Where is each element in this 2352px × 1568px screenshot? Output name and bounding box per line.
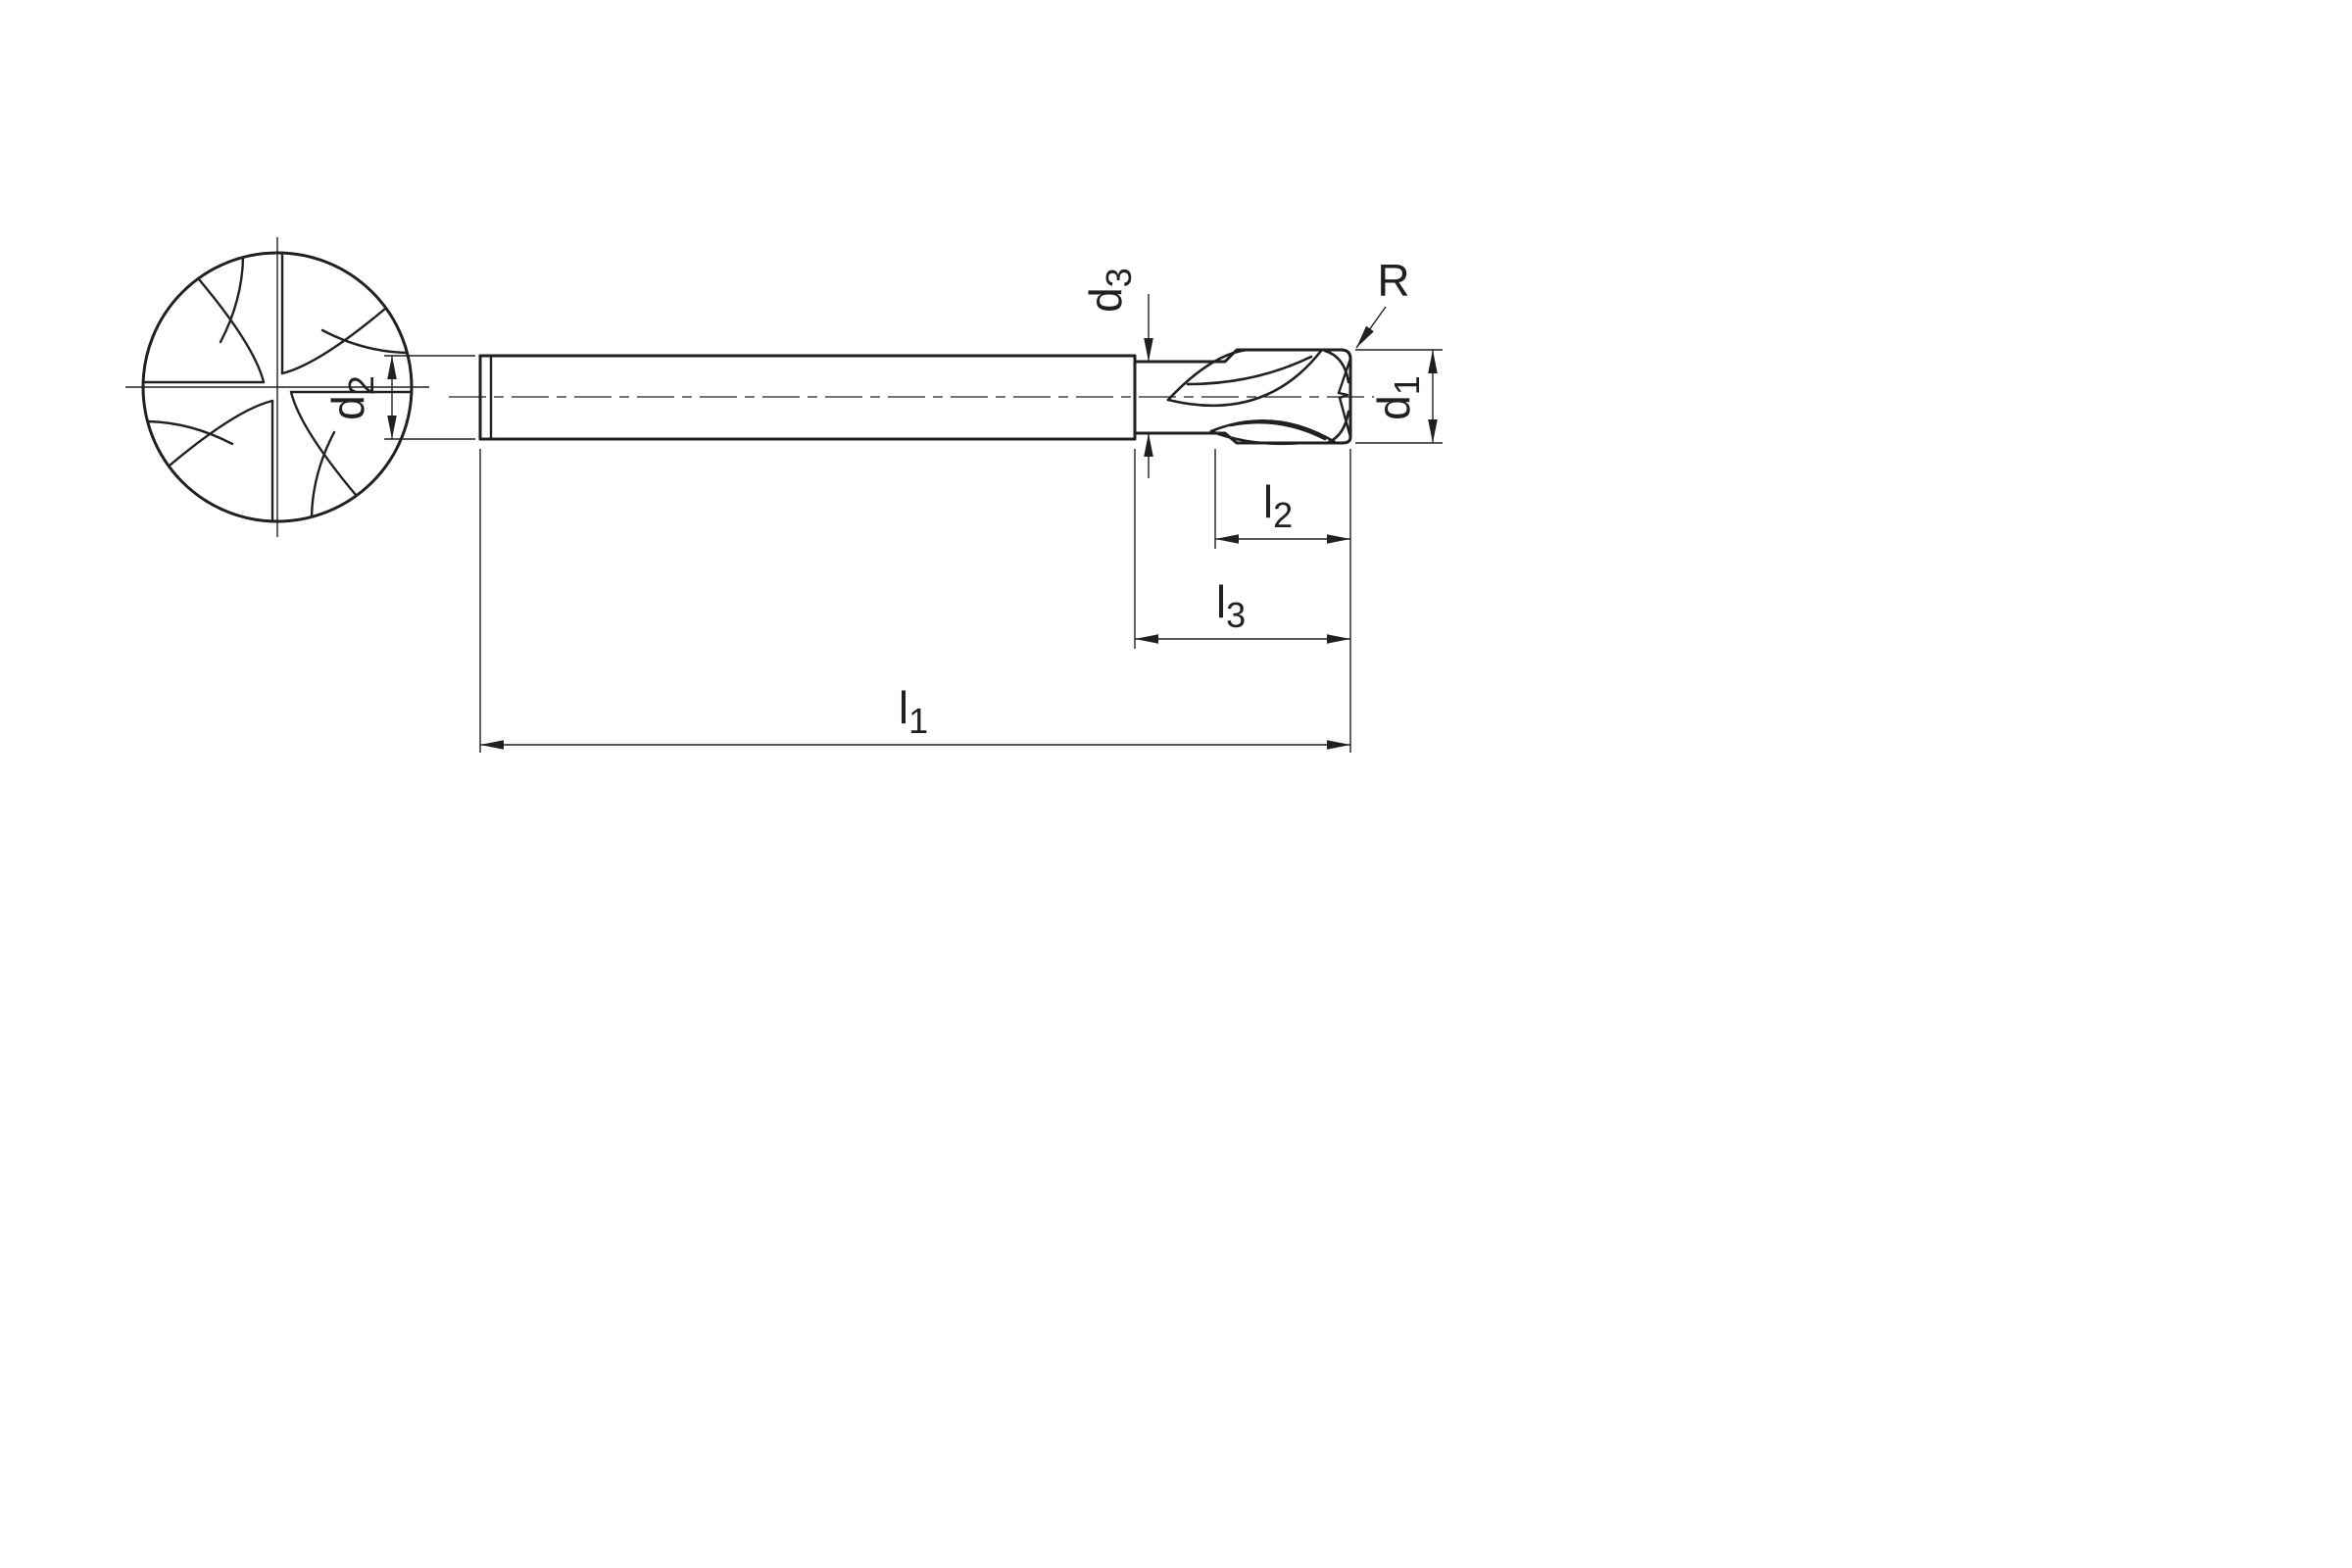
label-l1-sub: 1 [908, 701, 928, 741]
flute-land-curve [310, 430, 336, 518]
label-d2: d2 [322, 375, 381, 420]
label-d1-base: d [1368, 395, 1419, 420]
end-tooth-upper [1337, 357, 1352, 395]
flute-face-curve [197, 277, 266, 384]
flute-face-curve [289, 390, 358, 497]
center-notch [1337, 391, 1349, 400]
label-l3: l3 [1216, 576, 1246, 635]
cutting-head [1133, 348, 1352, 446]
label-d1: d1 [1368, 375, 1427, 420]
dimension-l1: l1 [479, 449, 1350, 753]
label-l3-sub: 3 [1226, 595, 1246, 635]
side-view: d2 d3 d1 R l2 [322, 255, 1443, 753]
end-view-flute-3 [146, 399, 274, 521]
label-d2-base: d [322, 395, 373, 420]
dimension-d3: d3 [1080, 268, 1153, 478]
label-l2: l2 [1263, 476, 1293, 535]
label-l2-base: l [1263, 476, 1273, 527]
end-view-flute-4 [143, 256, 266, 384]
r-leader-line [1355, 306, 1387, 349]
end-view-flute-1 [280, 253, 409, 375]
flute-helix-lower-2 [1209, 418, 1337, 444]
dimension-d1: d1 [1355, 349, 1443, 444]
flute-tip-arc-bottom [1327, 410, 1350, 444]
label-d3-sub: 3 [1099, 268, 1139, 287]
label-l1: l1 [899, 682, 928, 741]
label-d2-sub: 2 [341, 375, 381, 395]
label-r: R [1377, 255, 1409, 306]
label-d3-base: d [1080, 287, 1131, 313]
label-l1-base: l [899, 682, 908, 733]
flute-tip-arc-top [1323, 349, 1350, 384]
label-d3: d3 [1080, 268, 1139, 313]
flute-face-curve [280, 307, 387, 375]
label-l3-base: l [1216, 576, 1226, 627]
neck-and-head-outline [1133, 348, 1352, 445]
flute-helix-lower-mid [1229, 420, 1327, 441]
end-tooth-lower [1338, 396, 1352, 439]
dimension-r: R [1355, 255, 1410, 349]
dimension-d2: d2 [322, 355, 475, 440]
flute-helix-upper-2 [1166, 349, 1323, 408]
dimension-l3: l3 [1134, 449, 1350, 649]
end-view [125, 237, 429, 537]
flute-land-curve [219, 256, 245, 344]
flute-helix-upper-1 [1166, 348, 1249, 402]
label-l2-sub: 2 [1273, 495, 1293, 535]
shank [478, 354, 1137, 441]
end-view-outline-circle [141, 251, 414, 523]
dimension-l2: l2 [1214, 449, 1351, 753]
flute-land-curve [320, 328, 409, 355]
flute-helix-upper-mid [1186, 355, 1313, 386]
label-r-base: R [1377, 255, 1409, 306]
label-d1-sub: 1 [1387, 375, 1427, 395]
flute-land-curve [146, 419, 234, 446]
flute-face-curve [168, 399, 274, 467]
flute-helix-lower-1 [1209, 429, 1305, 446]
